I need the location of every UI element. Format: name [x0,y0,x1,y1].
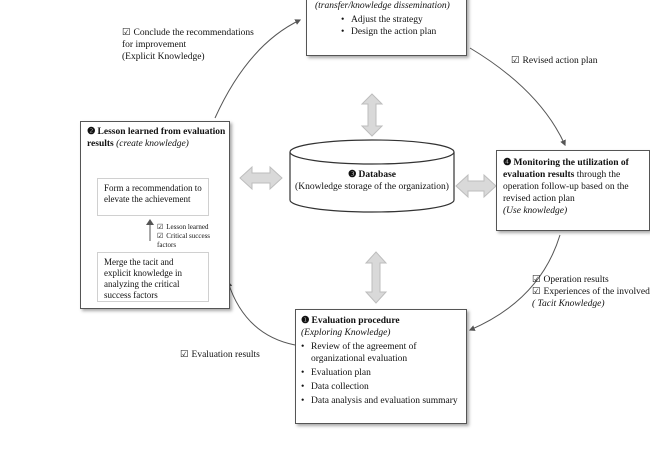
conclude-note: Conclude the recommendations for improve… [122,27,262,63]
tacit-knowledge-note: ( Tacit Knowledge) [532,299,605,309]
lesson-title-text2: results [87,139,114,149]
recommendation-box: Form a recommendation to elevate the ach… [97,178,209,216]
lesson-checks: Lesson learned Critical success factors [157,223,229,250]
evaluation-results-label: Evaluation results [180,349,290,361]
monitoring-description: through the operation follow-up based on… [503,170,629,204]
checkbox-icon [157,223,166,231]
step-number-4: ❹ [503,158,512,168]
checkbox-icon [532,287,544,297]
dissemination-list: Adjust the strategy Design the action pl… [341,14,466,38]
monitoring-title2: evaluation results [503,170,575,180]
database-subtitle: (Knowledge storage of the organization) [295,182,449,192]
experiences-note: Experiences of the involved peo [543,287,650,297]
step-number-2: ❷ [87,127,96,137]
evaluation-list: Review of the agreement of organizationa… [301,341,464,407]
evaluation-subtitle: (Exploring Knowledge) [301,328,391,338]
checkbox-icon [511,56,523,66]
revised-action-plan-label: Revised action plan [511,55,641,67]
evaluation-results-text: Evaluation results [191,350,260,360]
check-critical-factors: Critical success factors [157,232,211,249]
up-arrow [146,219,154,241]
checkbox-icon [180,350,192,360]
cycle-arrow-bottom-right [468,234,561,331]
double-arrow-bottom [364,251,388,304]
cycle-arrow-bottom-left [226,280,296,346]
cycle-arrow-top-left [214,19,302,119]
dissemination-subtitle: (transfer/knowledge dissemination) [315,1,450,11]
revised-label-text: Revised action plan [522,56,598,66]
lesson-title-text: Lesson learned from evaluation [97,127,226,137]
database-title: Database [358,170,396,180]
database-cylinder [289,139,455,213]
double-arrow-right [455,173,497,199]
conclude-line1: Conclude the recommendations [133,28,254,38]
operation-notes: Operation results Experiences of the inv… [532,274,650,310]
step-number-1: ❶ [301,316,310,326]
cycle-arrow-top-right [469,47,566,147]
evaluation-item: Data analysis and evaluation summary [301,395,464,407]
merge-knowledge-box: Merge the tacit and explicit knowledge i… [97,252,209,302]
step-number-3: ❸ [347,170,357,180]
evaluation-item: Data collection [301,381,464,393]
monitoring-title1: Monitoring the utilization of [513,158,629,168]
checkbox-icon [157,232,166,240]
check-lesson-learned: Lesson learned [166,223,209,231]
double-arrow-left [239,165,283,191]
checkbox-icon [532,275,544,285]
dissemination-box: (transfer/knowledge dissemination) Adjus… [306,0,467,56]
operation-results-note: Operation results [543,275,609,285]
checkbox-icon [122,28,134,38]
evaluation-item: Review of the agreement of organizationa… [301,341,464,365]
conclude-line3: (Explicit Knowledge) [122,52,205,62]
conclude-line2: for improvement [122,40,187,50]
lesson-subtitle: (create knowledge) [116,139,189,149]
evaluation-item: Evaluation plan [301,367,464,379]
double-arrow-top [360,93,384,137]
evaluation-title-text: Evaluation procedure [311,316,400,326]
monitoring-subtitle: (Use knowledge) [503,206,568,216]
dissemination-item: Design the action plan [341,26,466,38]
dissemination-item: Adjust the strategy [341,14,466,26]
